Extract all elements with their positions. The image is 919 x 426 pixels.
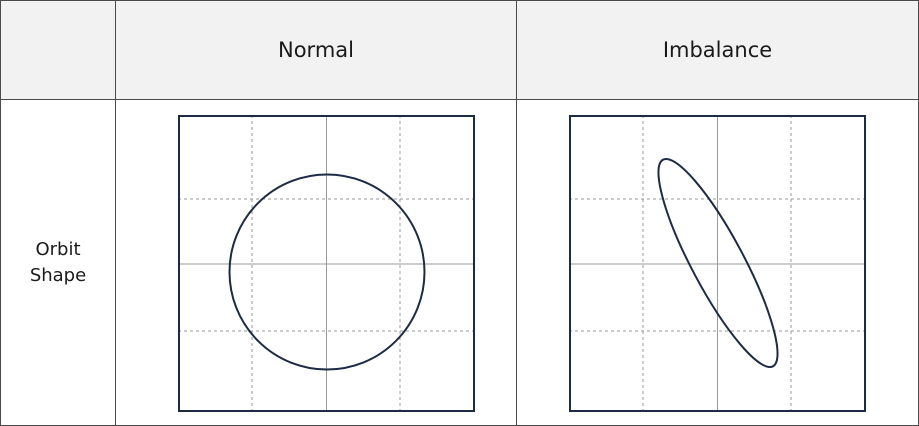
normal-plot-frame bbox=[178, 115, 475, 412]
imbalance-orbit-plot bbox=[569, 115, 866, 412]
table-border-left bbox=[0, 0, 1, 426]
column-divider-1 bbox=[115, 0, 116, 426]
normal-orbit-circle bbox=[228, 173, 426, 371]
normal-orbit-plot bbox=[178, 115, 475, 412]
column-header-imbalance: Imbalance bbox=[662, 38, 773, 62]
imbalance-grid bbox=[569, 115, 866, 412]
table-border-top bbox=[0, 0, 919, 1]
column-header-normal: Normal bbox=[278, 38, 354, 62]
column-divider-2 bbox=[516, 0, 517, 426]
header-divider bbox=[0, 99, 919, 100]
imbalance-orbit-ellipse bbox=[657, 157, 779, 369]
normal-grid bbox=[178, 115, 475, 412]
imbalance-plot-frame bbox=[569, 115, 866, 412]
row-header-orbit-shape: Orbit Shape bbox=[29, 238, 87, 286]
header-row bbox=[1, 1, 918, 99]
